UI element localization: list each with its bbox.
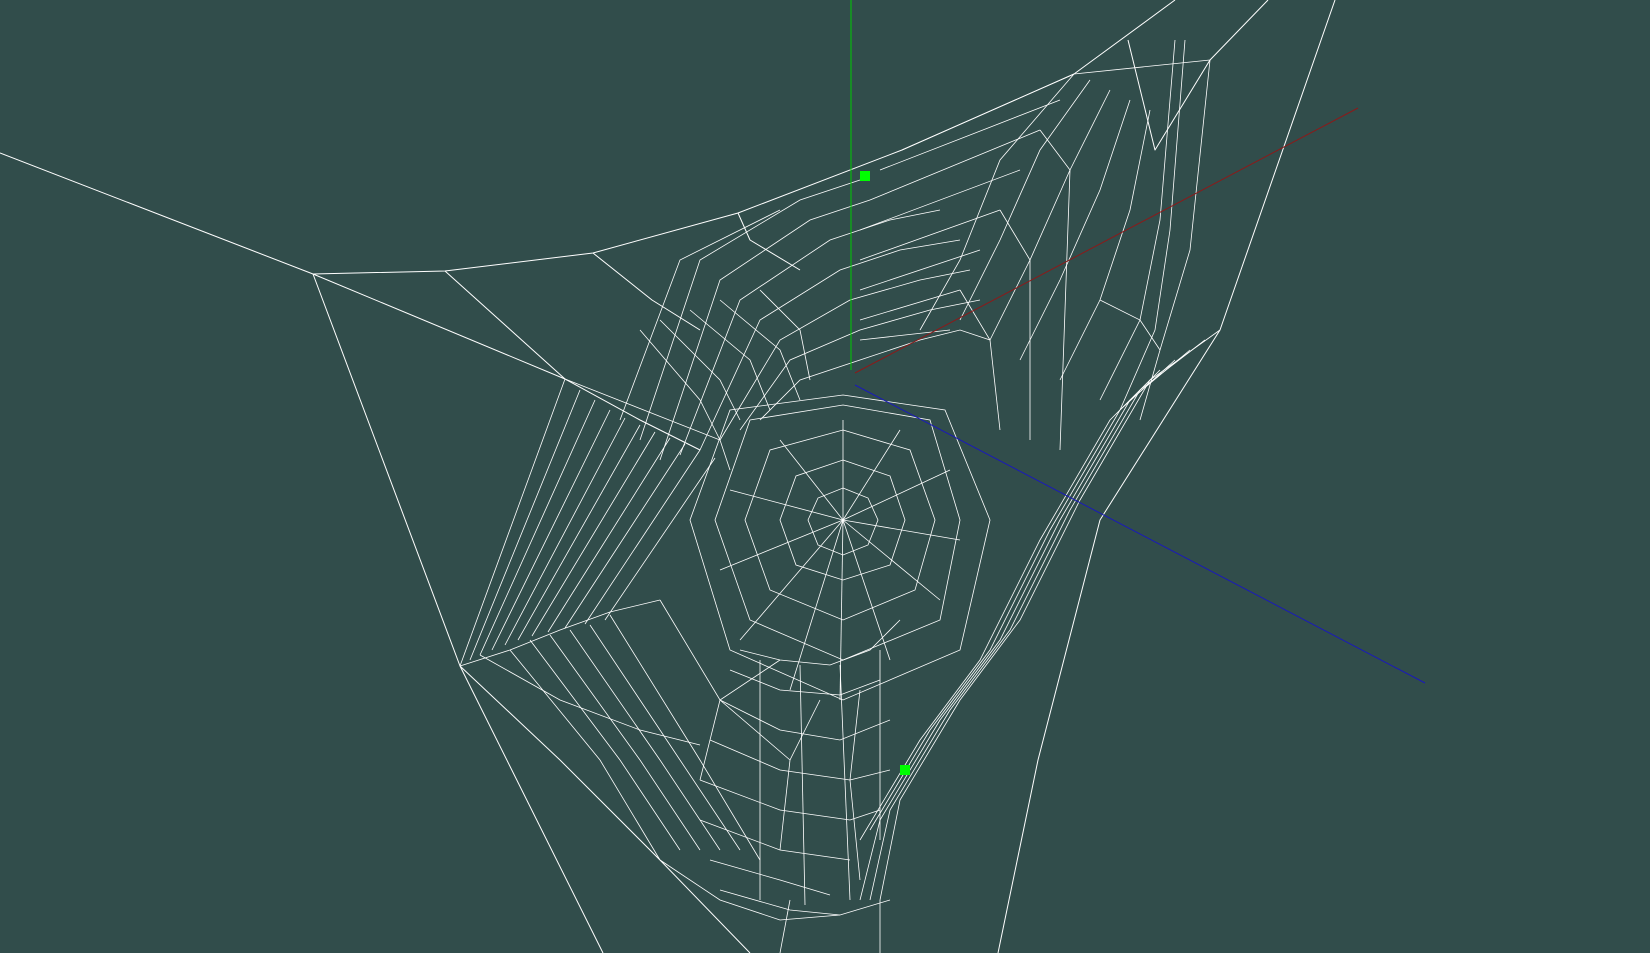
x-axis — [854, 107, 1359, 374]
central-web-wireframe — [619, 179, 991, 953]
coordinate-axes — [850, 0, 1426, 684]
z-axis — [854, 384, 1426, 684]
control-point-upper[interactable] — [860, 171, 870, 181]
control-point-lower[interactable] — [900, 765, 910, 775]
outer-wireframe — [0, 0, 1336, 953]
upper-right-fan-wireframe — [859, 39, 1221, 901]
left-fan-wireframe — [459, 378, 791, 861]
